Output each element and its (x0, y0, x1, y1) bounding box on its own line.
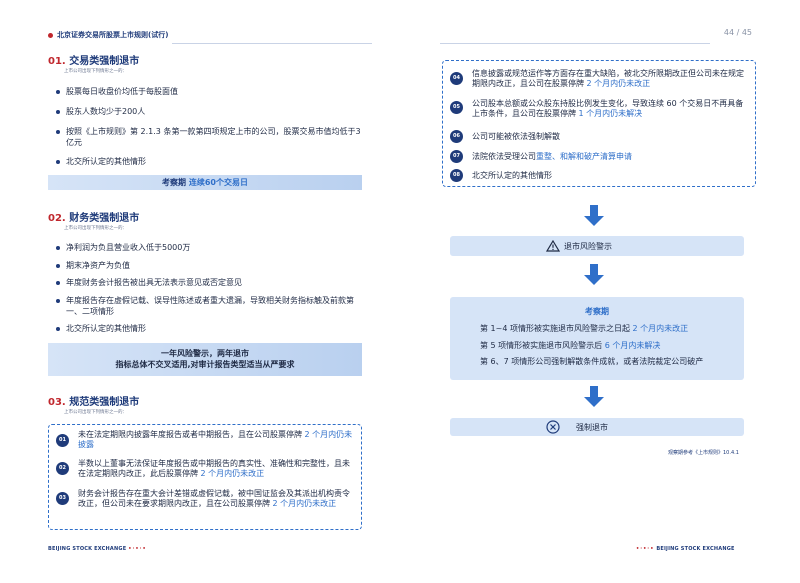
line-text: 第 6、7 项情形公司强制解散条件成就，或者法院裁定公司破产 (480, 357, 704, 366)
footer-text: BEIJING STOCK EXCHANGE (656, 546, 735, 552)
list-item: 财务会计报告存在重大会计差错或虚假记载，被中国证监会及其派出机构责令改正，但公司… (78, 489, 354, 509)
list-item: 北交所认定的其他情形 (472, 171, 750, 181)
arrow-down-icon (584, 205, 604, 227)
warning-icon (546, 240, 560, 252)
list-item: 北交所认定的其他情形 (56, 156, 362, 167)
number-badge: 07 (450, 150, 463, 163)
section-subtitle: 上市公司出现下列情形之一的： (64, 410, 127, 415)
section-title-compliance: 03. 规范类强制退市 (48, 393, 139, 408)
line-text: 第 1~4 项情形被实施退市风险警示之日起 (480, 324, 633, 333)
footer-dots-icon: •·•·• (128, 546, 147, 552)
section-title-text: 规范类强制退市 (69, 397, 140, 408)
item-highlight: 重整、和解和破产清算申请 (536, 152, 632, 161)
arrow-down-icon (584, 386, 604, 408)
list-item: 净利润为负且营业收入低于5000万 (56, 242, 362, 253)
item-text: 法院依法受理公司 (472, 152, 536, 161)
item-text: 财务会计报告存在重大会计差错或虚假记载，被中国证监会及其派出机构责令改正，但公司… (78, 489, 350, 508)
document-title: 北京证券交易所股票上市规则(试行) (57, 31, 169, 39)
compliance-list-box (48, 424, 362, 530)
line-highlight: 2 个月内未改正 (632, 324, 689, 333)
item-text: 未在法定期限内披露年度报告或者中期报告，且在公司股票停牌 (78, 430, 305, 439)
page-number: 44 / 45 (723, 28, 752, 37)
list-item: 公司股本总额或公众股东持股比例发生变化，导致连续 60 个交易日不再具备上市条件… (472, 99, 750, 119)
step-label: 退市风险警示 (564, 242, 612, 251)
step-title: 考察期 (585, 307, 609, 316)
list-item: 北交所认定的其他情形 (56, 323, 362, 334)
risk-warning-step: 退市风险警示 (450, 236, 744, 256)
item-text: 半数以上董事无法保证年度报告或中期报告的真实性、准确性和完整性，且未在法定期限内… (78, 459, 350, 478)
number-badge: 05 (450, 101, 463, 114)
reference-note: 观察期参考《上市规则》10.4.1 (668, 450, 739, 456)
section-subtitle: 上市公司出现下列情形之一的： (64, 226, 127, 231)
period-line: 第 6、7 项情形公司强制解散条件成就，或者法院裁定公司破产 (480, 356, 703, 367)
number-badge: 04 (450, 72, 463, 85)
number-badge: 02 (56, 462, 69, 475)
number-badge: 06 (450, 130, 463, 143)
number-badge: 03 (56, 492, 69, 505)
section-title-finance: 02. 财务类强制退市 (48, 209, 139, 224)
item-text: 公司股本总额或公众股东持股比例发生变化，导致连续 60 个交易日不再具备上市条件… (472, 99, 744, 118)
note-line: 指标总体不交叉适用,对审计报告类型适当从严要求 (115, 360, 295, 369)
list-item: 半数以上董事无法保证年度报告或中期报告的真实性、准确性和完整性，且未在法定期限内… (78, 459, 354, 479)
list-item: 期末净资产为负值 (56, 260, 362, 271)
list-item: 股票每日收盘价均低于每股面值 (56, 86, 362, 97)
section-subtitle: 上市公司出现下列情形之一的： (64, 69, 127, 74)
section-title-text: 财务类强制退市 (69, 213, 140, 224)
list-item: 未在法定期限内披露年度报告或者中期报告，且在公司股票停牌 2 个月内仍未披露 (78, 430, 354, 450)
footer-text: BEIJING STOCK EXCHANGE (48, 546, 127, 552)
observation-period-step: 考察期 第 1~4 项情形被实施退市风险警示之日起 2 个月内未改正 第 5 项… (450, 297, 744, 380)
section-title-trade: 01. 交易类强制退市 (48, 52, 139, 67)
list-item: 年度财务会计报告被出具无法表示意见或否定意见 (56, 277, 362, 288)
forced-delisting-step: 强制退市 (450, 418, 744, 436)
header-rule (172, 43, 372, 44)
section-title-text: 交易类强制退市 (69, 56, 140, 67)
list-item: 法院依法受理公司重整、和解和破产清算申请 (472, 152, 750, 162)
item-highlight: 1 个月内仍未解决 (578, 109, 643, 118)
item-text: 信息披露或规范运作等方面存在重大缺陷，被北交所限期改正但公司未在规定期限内改正，… (472, 69, 744, 88)
list-item: 信息披露或规范运作等方面存在重大缺陷，被北交所限期改正但公司未在规定期限内改正，… (472, 69, 750, 89)
bullet-dot-icon (48, 32, 53, 38)
item-text: 公司可能被依法强制解散 (472, 132, 560, 141)
section-number: 03. (48, 397, 66, 408)
number-badge: 01 (56, 434, 69, 447)
note-line: 一年风险警示，两年退市 (161, 349, 249, 358)
observation-period-bar: 考察期 连续60个交易日 (48, 175, 362, 190)
item-highlight: 2 个月内仍未改正 (200, 469, 265, 478)
item-highlight: 2 个月内仍未改正 (272, 499, 337, 508)
list-item: 股东人数均少于200人 (56, 106, 362, 117)
header-rule-right (440, 43, 710, 44)
period-line: 第 5 项情形被实施退市风险警示后 6 个月内未解决 (480, 340, 660, 351)
risk-warning-bar: 一年风险警示，两年退市 指标总体不交叉适用,对审计报告类型适当从严要求 (48, 343, 362, 376)
footer-brand-right: •·•·• BEIJING STOCK EXCHANGE (636, 546, 735, 552)
note-highlight: 连续60个交易日 (188, 178, 248, 187)
footer-dots-icon: •·•·• (636, 546, 655, 552)
list-item: 年度报告存在虚假记载、误导性陈述或者重大遗漏，导致相关财务指标触及前款第一、二项… (56, 295, 362, 317)
footer-brand-left: BEIJING STOCK EXCHANGE •·•·• (48, 546, 147, 552)
compliance-list-box-continued (442, 60, 756, 187)
item-highlight: 2 个月内仍未披露 (78, 430, 353, 449)
list-item: 按照《上市规则》第 2.1.3 条第一款第四项规定上市的公司，股票交易市值均低于… (56, 126, 362, 148)
line-highlight: 6 个月内未解决 (604, 341, 661, 350)
section-number: 01. (48, 56, 66, 67)
item-text: 北交所认定的其他情形 (472, 171, 552, 180)
line-text: 第 5 项情形被实施退市风险警示后 (480, 341, 605, 350)
close-circle-icon (546, 420, 560, 434)
document-header: 北京证券交易所股票上市规则(试行) (48, 30, 168, 40)
section-number: 02. (48, 213, 66, 224)
item-highlight: 2 个月内仍未改正 (586, 79, 651, 88)
period-line: 第 1~4 项情形被实施退市风险警示之日起 2 个月内未改正 (480, 323, 688, 334)
note-label: 考察期 (162, 178, 187, 187)
step-label: 强制退市 (576, 423, 608, 432)
list-item: 公司可能被依法强制解散 (472, 132, 750, 142)
number-badge: 08 (450, 169, 463, 182)
arrow-down-icon (584, 264, 604, 286)
